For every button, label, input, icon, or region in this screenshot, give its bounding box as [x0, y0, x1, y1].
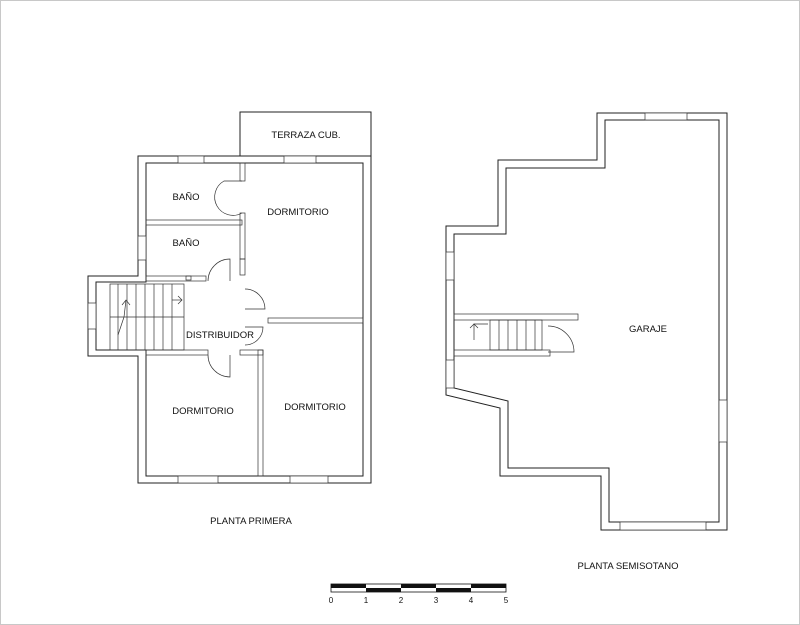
scale-label-5: 5 [504, 596, 509, 605]
planta-primera-title: PLANTA PRIMERA [210, 516, 292, 527]
room-label-terraza: TERRAZA CUB. [271, 130, 340, 141]
planta-primera-interior-walls [145, 162, 364, 477]
scale-label-4: 4 [469, 596, 474, 605]
planta-primera-stairs [109, 283, 185, 351]
room-label-dormitorio-2: DORMITORIO [172, 406, 234, 417]
terraza-outline [239, 111, 372, 156]
room-label-dormitorio-3: DORMITORIO [284, 402, 346, 413]
planta-semisotano-windows [445, 112, 728, 531]
scale-bar: 0 1 2 3 4 5 [329, 583, 509, 605]
planta-primera-plan: TERRAZA CUB. BAÑO DORMITORIO BAÑO DISTRI… [87, 111, 372, 527]
planta-semisotano-title: PLANTA SEMISOTANO [577, 561, 678, 572]
room-label-dormitorio-1: DORMITORIO [267, 207, 329, 218]
scale-label-1: 1 [364, 596, 369, 605]
planta-semisotano-stairs [453, 313, 579, 357]
room-label-distribuidor: DISTRIBUIDOR [186, 330, 254, 341]
planta-semisotano-outer-wall [445, 112, 728, 531]
planta-primera-outer-wall [87, 155, 372, 484]
room-label-bano-1: BAÑO [173, 192, 200, 203]
planta-semisotano-plan: GARAJE PLANTA SEMISOTANO [445, 112, 728, 572]
planta-primera-windows [87, 155, 329, 484]
room-label-garaje: GARAJE [629, 324, 667, 335]
room-label-bano-2: BAÑO [173, 238, 200, 249]
scale-label-0: 0 [329, 596, 334, 605]
scale-label-3: 3 [434, 596, 439, 605]
scale-label-2: 2 [399, 596, 404, 605]
planta-primera-doors [207, 180, 266, 378]
